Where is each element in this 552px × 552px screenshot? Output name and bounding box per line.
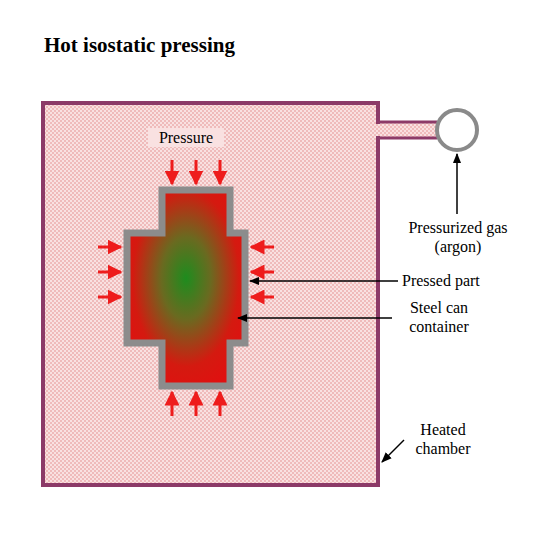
diagram-title: Hot isostatic pressing (44, 33, 235, 58)
pipe-joint (376, 124, 380, 136)
gas-label: Pressurized gas (argon) (408, 218, 508, 256)
pressed-part (127, 190, 245, 386)
gas-source (437, 110, 477, 150)
pipe-wall (376, 121, 437, 124)
pipe-wall (376, 137, 437, 140)
part-label: Pressed part (402, 271, 512, 290)
pressure-arrows (98, 160, 274, 416)
chamber-label: Heated chamber (406, 420, 480, 458)
heated-chamber (43, 103, 378, 485)
can-label: Steel can container (396, 298, 482, 336)
pressure-label: Pressure (148, 128, 224, 147)
gas-pipe (376, 122, 438, 138)
